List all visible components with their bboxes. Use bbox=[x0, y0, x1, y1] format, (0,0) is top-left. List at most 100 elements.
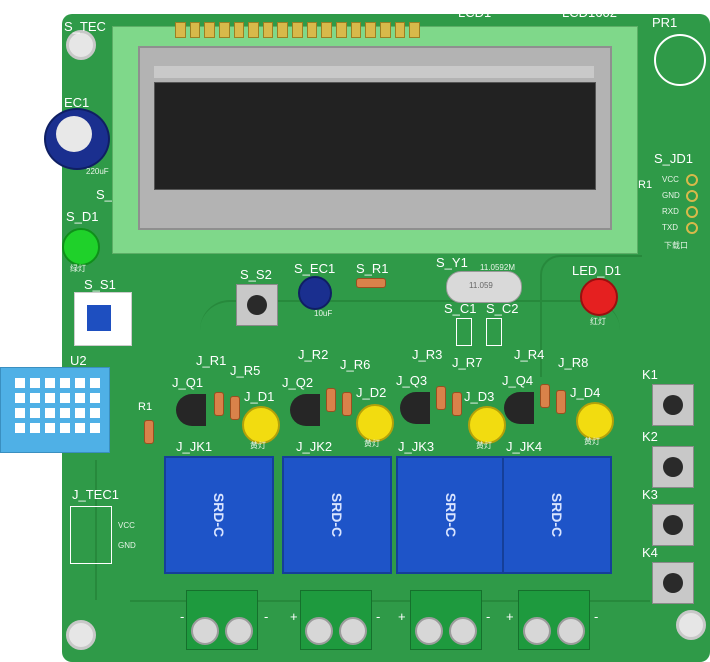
photoresistor-outline bbox=[654, 34, 706, 86]
terminal-block-2 bbox=[300, 590, 372, 650]
serial-pin-txd: TXD bbox=[662, 223, 678, 232]
relay-jk3-marking: SRD-C bbox=[443, 492, 459, 538]
green-led bbox=[62, 228, 100, 266]
lcd-ref: LCD1 bbox=[458, 5, 492, 20]
screw[interactable] bbox=[191, 617, 219, 645]
j-jk3-label: J_JK3 bbox=[398, 439, 435, 454]
screw[interactable] bbox=[523, 617, 551, 645]
j-q1-label: J_Q1 bbox=[172, 375, 204, 390]
resistor-r7 bbox=[452, 392, 462, 416]
j-r6-label: J_R6 bbox=[340, 357, 371, 372]
yellow-led-d1 bbox=[242, 406, 280, 444]
transistor-q1 bbox=[176, 394, 206, 426]
key-k2-button[interactable] bbox=[652, 446, 694, 488]
pcb-trace bbox=[540, 255, 642, 377]
resistor bbox=[144, 420, 154, 444]
resistor-s-r1 bbox=[356, 278, 386, 288]
k1-label: K1 bbox=[642, 367, 658, 382]
j-d4-note: 黄灯 bbox=[584, 437, 600, 446]
ec1-value: 220uF bbox=[86, 167, 109, 176]
relay-jk1-marking: SRD-C bbox=[211, 492, 227, 538]
yellow-led-d3 bbox=[468, 406, 506, 444]
terminal-4-plus: + bbox=[506, 609, 514, 624]
k2-label: K2 bbox=[642, 429, 658, 444]
resistor-r2 bbox=[326, 388, 336, 412]
lcd-part: LCD1602 bbox=[562, 5, 617, 20]
j-d4-label: J_D4 bbox=[570, 385, 601, 400]
header-pin bbox=[686, 190, 698, 202]
s-ec1-label: S_EC1 bbox=[294, 261, 336, 276]
j-tec1-connector bbox=[70, 506, 112, 564]
j-tec1-gnd: GND bbox=[118, 541, 136, 550]
j-r3-label: J_R3 bbox=[412, 347, 443, 362]
serial-pin-vcc: VCC bbox=[662, 175, 679, 184]
s-s2-button[interactable] bbox=[236, 284, 278, 326]
header-pin bbox=[686, 222, 698, 234]
screw[interactable] bbox=[449, 617, 477, 645]
j-jk1-label: J_JK1 bbox=[176, 439, 213, 454]
s-d1-note: 绿灯 bbox=[70, 264, 86, 273]
screw[interactable] bbox=[339, 617, 367, 645]
header-pin bbox=[686, 174, 698, 186]
key-k1-button[interactable] bbox=[652, 384, 694, 426]
j-r7-label: J_R7 bbox=[452, 355, 483, 370]
r1-sensor-label: R1 bbox=[138, 401, 153, 413]
j-d2-label: J_D2 bbox=[356, 385, 387, 400]
j-jk4-label: J_JK4 bbox=[506, 439, 543, 454]
led-d1-label: LED_D1 bbox=[572, 263, 622, 278]
capacitor-s-c2 bbox=[486, 318, 502, 346]
resistor-r5 bbox=[230, 396, 240, 420]
transistor-q3 bbox=[400, 392, 430, 424]
r1-label: R1 bbox=[638, 179, 653, 191]
j-d3-note: 黄灯 bbox=[476, 441, 492, 450]
j-tec1-vcc: VCC bbox=[118, 521, 135, 530]
relay-jk3: SRD-C bbox=[396, 456, 506, 574]
s-res-label: S_ bbox=[96, 187, 112, 202]
capacitor-s-ec1 bbox=[298, 276, 332, 310]
key-k3-button[interactable] bbox=[652, 504, 694, 546]
j-d3-label: J_D3 bbox=[464, 389, 495, 404]
resistor-r1 bbox=[214, 392, 224, 416]
terminal-1-end: - bbox=[264, 609, 269, 624]
screw[interactable] bbox=[225, 617, 253, 645]
pcb-trace bbox=[95, 460, 157, 600]
red-led bbox=[580, 278, 618, 316]
lcd-header-pins bbox=[175, 22, 420, 40]
terminal-block-4 bbox=[518, 590, 590, 650]
s-r1-label: S_R1 bbox=[356, 261, 389, 276]
resistor-r4 bbox=[540, 384, 550, 408]
j-jk2-label: J_JK2 bbox=[296, 439, 333, 454]
s-s1-label: S_S1 bbox=[84, 277, 116, 292]
screw[interactable] bbox=[557, 617, 585, 645]
terminal-block-1 bbox=[186, 590, 258, 650]
j-r5-label: J_R5 bbox=[230, 363, 261, 378]
power-switch[interactable] bbox=[74, 292, 132, 346]
pcb-trace bbox=[200, 300, 620, 342]
j-r8-label: J_R8 bbox=[558, 355, 589, 370]
terminal-4-minus: - bbox=[594, 609, 599, 624]
serial-note: 下载口 bbox=[664, 241, 688, 250]
yellow-led-d4 bbox=[576, 402, 614, 440]
s-c1-label: S_C1 bbox=[444, 301, 477, 316]
mounting-hole bbox=[66, 30, 96, 60]
header-pin bbox=[686, 206, 698, 218]
serial-pin-rxd: RXD bbox=[662, 207, 679, 216]
k4-label: K4 bbox=[642, 545, 658, 560]
terminal-1-minus: - bbox=[180, 609, 185, 624]
j-d1-note: 黄灯 bbox=[250, 441, 266, 450]
transistor-q2 bbox=[290, 394, 320, 426]
yellow-led-d2 bbox=[356, 404, 394, 442]
relay-jk2-marking: SRD-C bbox=[329, 492, 345, 538]
screw[interactable] bbox=[305, 617, 333, 645]
screw[interactable] bbox=[415, 617, 443, 645]
resistor-r3 bbox=[436, 386, 446, 410]
j-r4-label: J_R4 bbox=[514, 347, 545, 362]
resistor-r8 bbox=[556, 390, 566, 414]
ec1-label: EC1 bbox=[64, 95, 90, 110]
j-d1-label: J_D1 bbox=[244, 389, 275, 404]
capacitor-top bbox=[56, 116, 92, 152]
j-q2-label: J_Q2 bbox=[282, 375, 314, 390]
terminal-block-3 bbox=[410, 590, 482, 650]
s-s2-label: S_S2 bbox=[240, 267, 272, 282]
key-k4-button[interactable] bbox=[652, 562, 694, 604]
